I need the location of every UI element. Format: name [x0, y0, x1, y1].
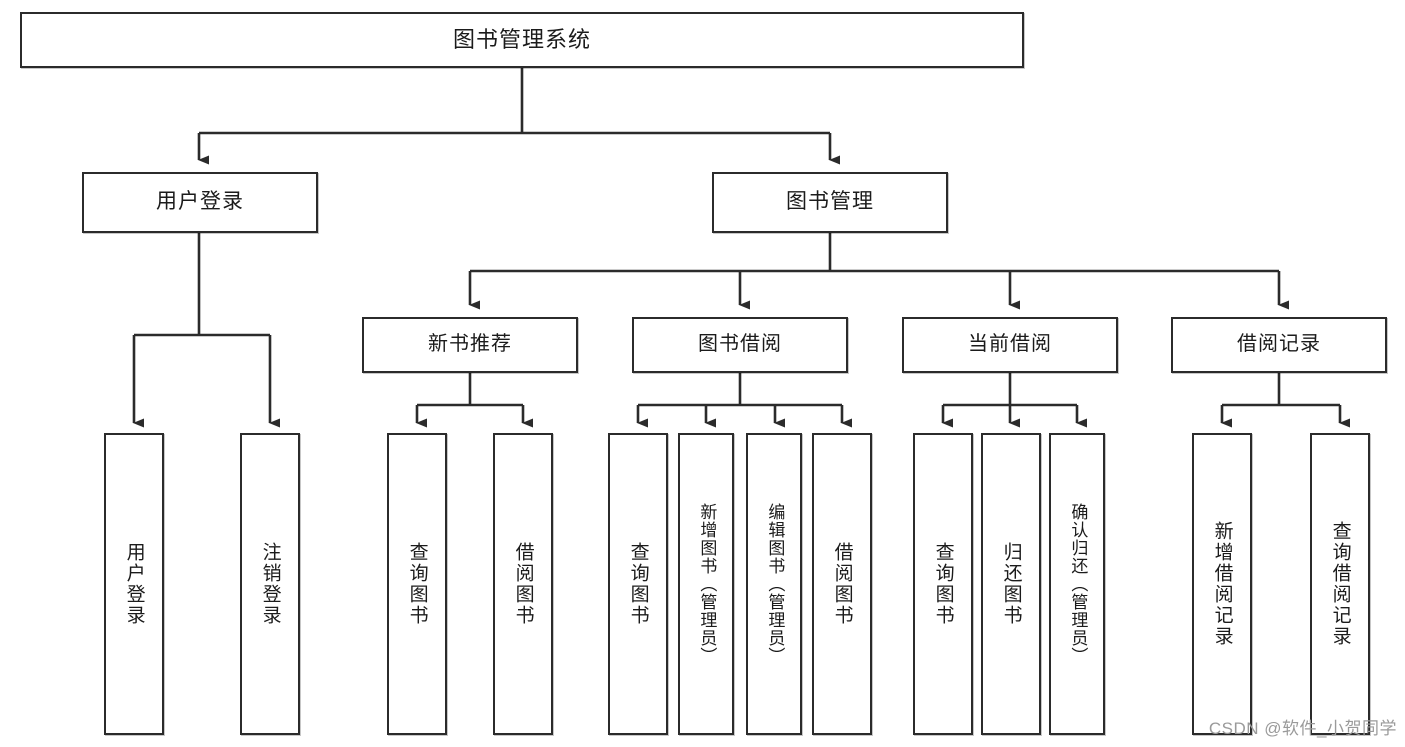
node-book-manage-label: 图书管理 — [786, 190, 874, 214]
leaf-query-borrow-record-label: 查询借阅记录 — [1329, 521, 1351, 647]
leaf-query-book-1[interactable]: 查询图书 — [387, 433, 447, 735]
leaf-add-book-admin[interactable]: 新增图书（管理员） — [678, 433, 734, 735]
leaf-borrow-book-1[interactable]: 借阅图书 — [493, 433, 553, 735]
leaf-borrow-book-2[interactable]: 借阅图书 — [812, 433, 872, 735]
node-user-login-label: 用户登录 — [156, 190, 244, 214]
leaf-return-book-label: 归还图书 — [1000, 542, 1022, 626]
leaf-query-book-2[interactable]: 查询图书 — [608, 433, 668, 735]
leaf-add-borrow-record[interactable]: 新增借阅记录 — [1192, 433, 1252, 735]
leaf-add-borrow-record-label: 新增借阅记录 — [1211, 521, 1233, 647]
node-current-borrow[interactable]: 当前借阅 — [902, 317, 1118, 373]
node-current-borrow-label: 当前借阅 — [968, 333, 1052, 356]
csdn-watermark: CSDN @软件_小贺同学 — [1208, 719, 1397, 738]
node-root-label: 图书管理系统 — [452, 26, 591, 52]
node-borrow-record-label: 借阅记录 — [1237, 333, 1321, 356]
leaf-query-borrow-record[interactable]: 查询借阅记录 — [1310, 433, 1370, 735]
leaf-confirm-return-admin-label: 确认归还（管理员） — [1068, 503, 1088, 665]
leaf-user-login-label: 用户登录 — [123, 542, 145, 626]
leaf-confirm-return-admin[interactable]: 确认归还（管理员） — [1049, 433, 1105, 735]
leaf-query-book-1-label: 查询图书 — [406, 542, 428, 626]
node-book-borrow[interactable]: 图书借阅 — [632, 317, 848, 373]
node-borrow-record[interactable]: 借阅记录 — [1171, 317, 1387, 373]
node-new-book-recommend-label: 新书推荐 — [428, 333, 512, 356]
leaf-return-book[interactable]: 归还图书 — [981, 433, 1041, 735]
leaf-user-login[interactable]: 用户登录 — [104, 433, 164, 735]
leaf-query-book-3[interactable]: 查询图书 — [913, 433, 973, 735]
leaf-query-book-2-label: 查询图书 — [627, 542, 649, 626]
leaf-add-book-admin-label: 新增图书（管理员） — [697, 503, 717, 665]
leaf-logout-login[interactable]: 注销登录 — [240, 433, 300, 735]
node-new-book-recommend[interactable]: 新书推荐 — [362, 317, 578, 373]
node-root[interactable]: 图书管理系统 — [20, 12, 1024, 68]
node-book-manage[interactable]: 图书管理 — [712, 172, 948, 233]
leaf-query-book-3-label: 查询图书 — [932, 542, 954, 626]
leaf-edit-book-admin[interactable]: 编辑图书（管理员） — [746, 433, 802, 735]
node-book-borrow-label: 图书借阅 — [698, 333, 782, 356]
leaf-borrow-book-1-label: 借阅图书 — [512, 542, 534, 626]
leaf-borrow-book-2-label: 借阅图书 — [831, 542, 853, 626]
node-user-login[interactable]: 用户登录 — [82, 172, 318, 233]
leaf-edit-book-admin-label: 编辑图书（管理员） — [765, 503, 785, 665]
leaf-logout-login-label: 注销登录 — [259, 542, 281, 626]
